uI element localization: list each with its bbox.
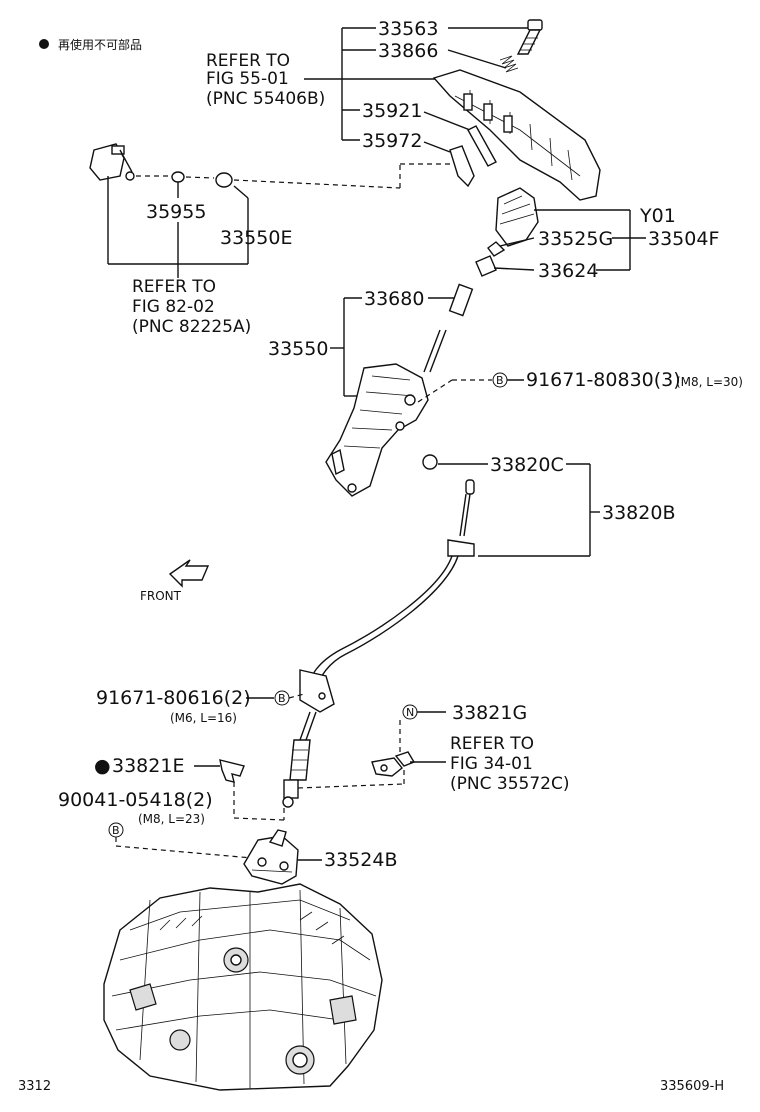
part-33550E: 33550E [220, 227, 292, 249]
marker-b2: B [278, 692, 286, 705]
ref-fig82-line1: REFER TO [132, 277, 216, 297]
part-33563: 33563 [378, 18, 438, 40]
clip-33821G-drawing [371, 751, 416, 777]
light-35972-drawing [449, 145, 475, 188]
part-33504F: 33504F [648, 228, 719, 250]
ref-fig82-line3: (PNC 82225A) [132, 317, 251, 337]
part-91671-80616-spec: (M6, L=16) [170, 711, 237, 725]
marker-n1: N [406, 706, 414, 719]
corner-left-code: 3312 [18, 1079, 51, 1094]
ref-fig34-line2: FIG 34-01 [450, 754, 533, 774]
screw-33563-drawing [516, 19, 543, 55]
marker-b3: B [112, 824, 120, 837]
spring-33866-drawing [499, 55, 519, 73]
knob-bracket [493, 209, 646, 271]
top-bracket-group [341, 27, 528, 153]
legend-text: 再使用不可部品 [58, 37, 142, 52]
part-33624: 33624 [538, 260, 598, 282]
part-35955: 35955 [146, 201, 206, 223]
part-33550: 33550 [268, 338, 328, 360]
part-33680: 33680 [364, 288, 424, 310]
corner-right-code: 335609-H [660, 1079, 724, 1094]
part-33524B: 33524B [324, 849, 397, 871]
shift-lever-drawing [325, 283, 474, 497]
clip-33821E-drawing [219, 759, 245, 783]
part-90041-05418-spec: (M8, L=23) [138, 812, 205, 826]
ref-fig82-line2: FIG 82-02 [132, 297, 215, 317]
cable-bracket [438, 463, 600, 557]
ref-fig34-line1: REFER TO [450, 734, 534, 754]
part-33821E: 33821E [112, 755, 184, 777]
shift-housing-drawing [432, 69, 601, 201]
part-33821G: 33821G [452, 702, 527, 724]
ref-fig34-line3: (PNC 35572C) [450, 774, 569, 794]
y01-label: Y01 [639, 205, 676, 227]
ref-fig55-line2: FIG 55-01 [206, 69, 289, 89]
strip-35921-drawing [467, 125, 497, 167]
marker-b1: B [496, 374, 504, 387]
part-91671-80616: 91671-80616(2) [96, 687, 251, 709]
bracket-33524B-drawing [243, 829, 299, 885]
part-91671-80830-spec: (M8, L=30) [676, 375, 743, 389]
front-label: FRONT [140, 589, 182, 603]
ref-fig55-line1: REFER TO [206, 51, 290, 71]
front-arrow-icon [168, 559, 210, 588]
left-connector-group [89, 143, 450, 278]
ref-fig55-line3: (PNC 55406B) [206, 89, 325, 109]
shift-knob-drawing [475, 187, 539, 277]
transmission-drawing [103, 883, 383, 1091]
part-35921: 35921 [362, 100, 422, 122]
part-33820B: 33820B [602, 502, 675, 524]
part-33866: 33866 [378, 40, 438, 62]
shift-cable-drawing [282, 454, 475, 808]
part-33525G: 33525G [538, 228, 613, 250]
legend-bullet-icon [39, 39, 49, 49]
part-91671-80830: 91671-80830(3) [526, 369, 681, 391]
part-35972: 35972 [362, 130, 422, 152]
part-33820C: 33820C [490, 454, 564, 476]
part-90041-05418: 90041-05418(2) [58, 789, 213, 811]
part-33821E-marker: ● [94, 755, 111, 777]
